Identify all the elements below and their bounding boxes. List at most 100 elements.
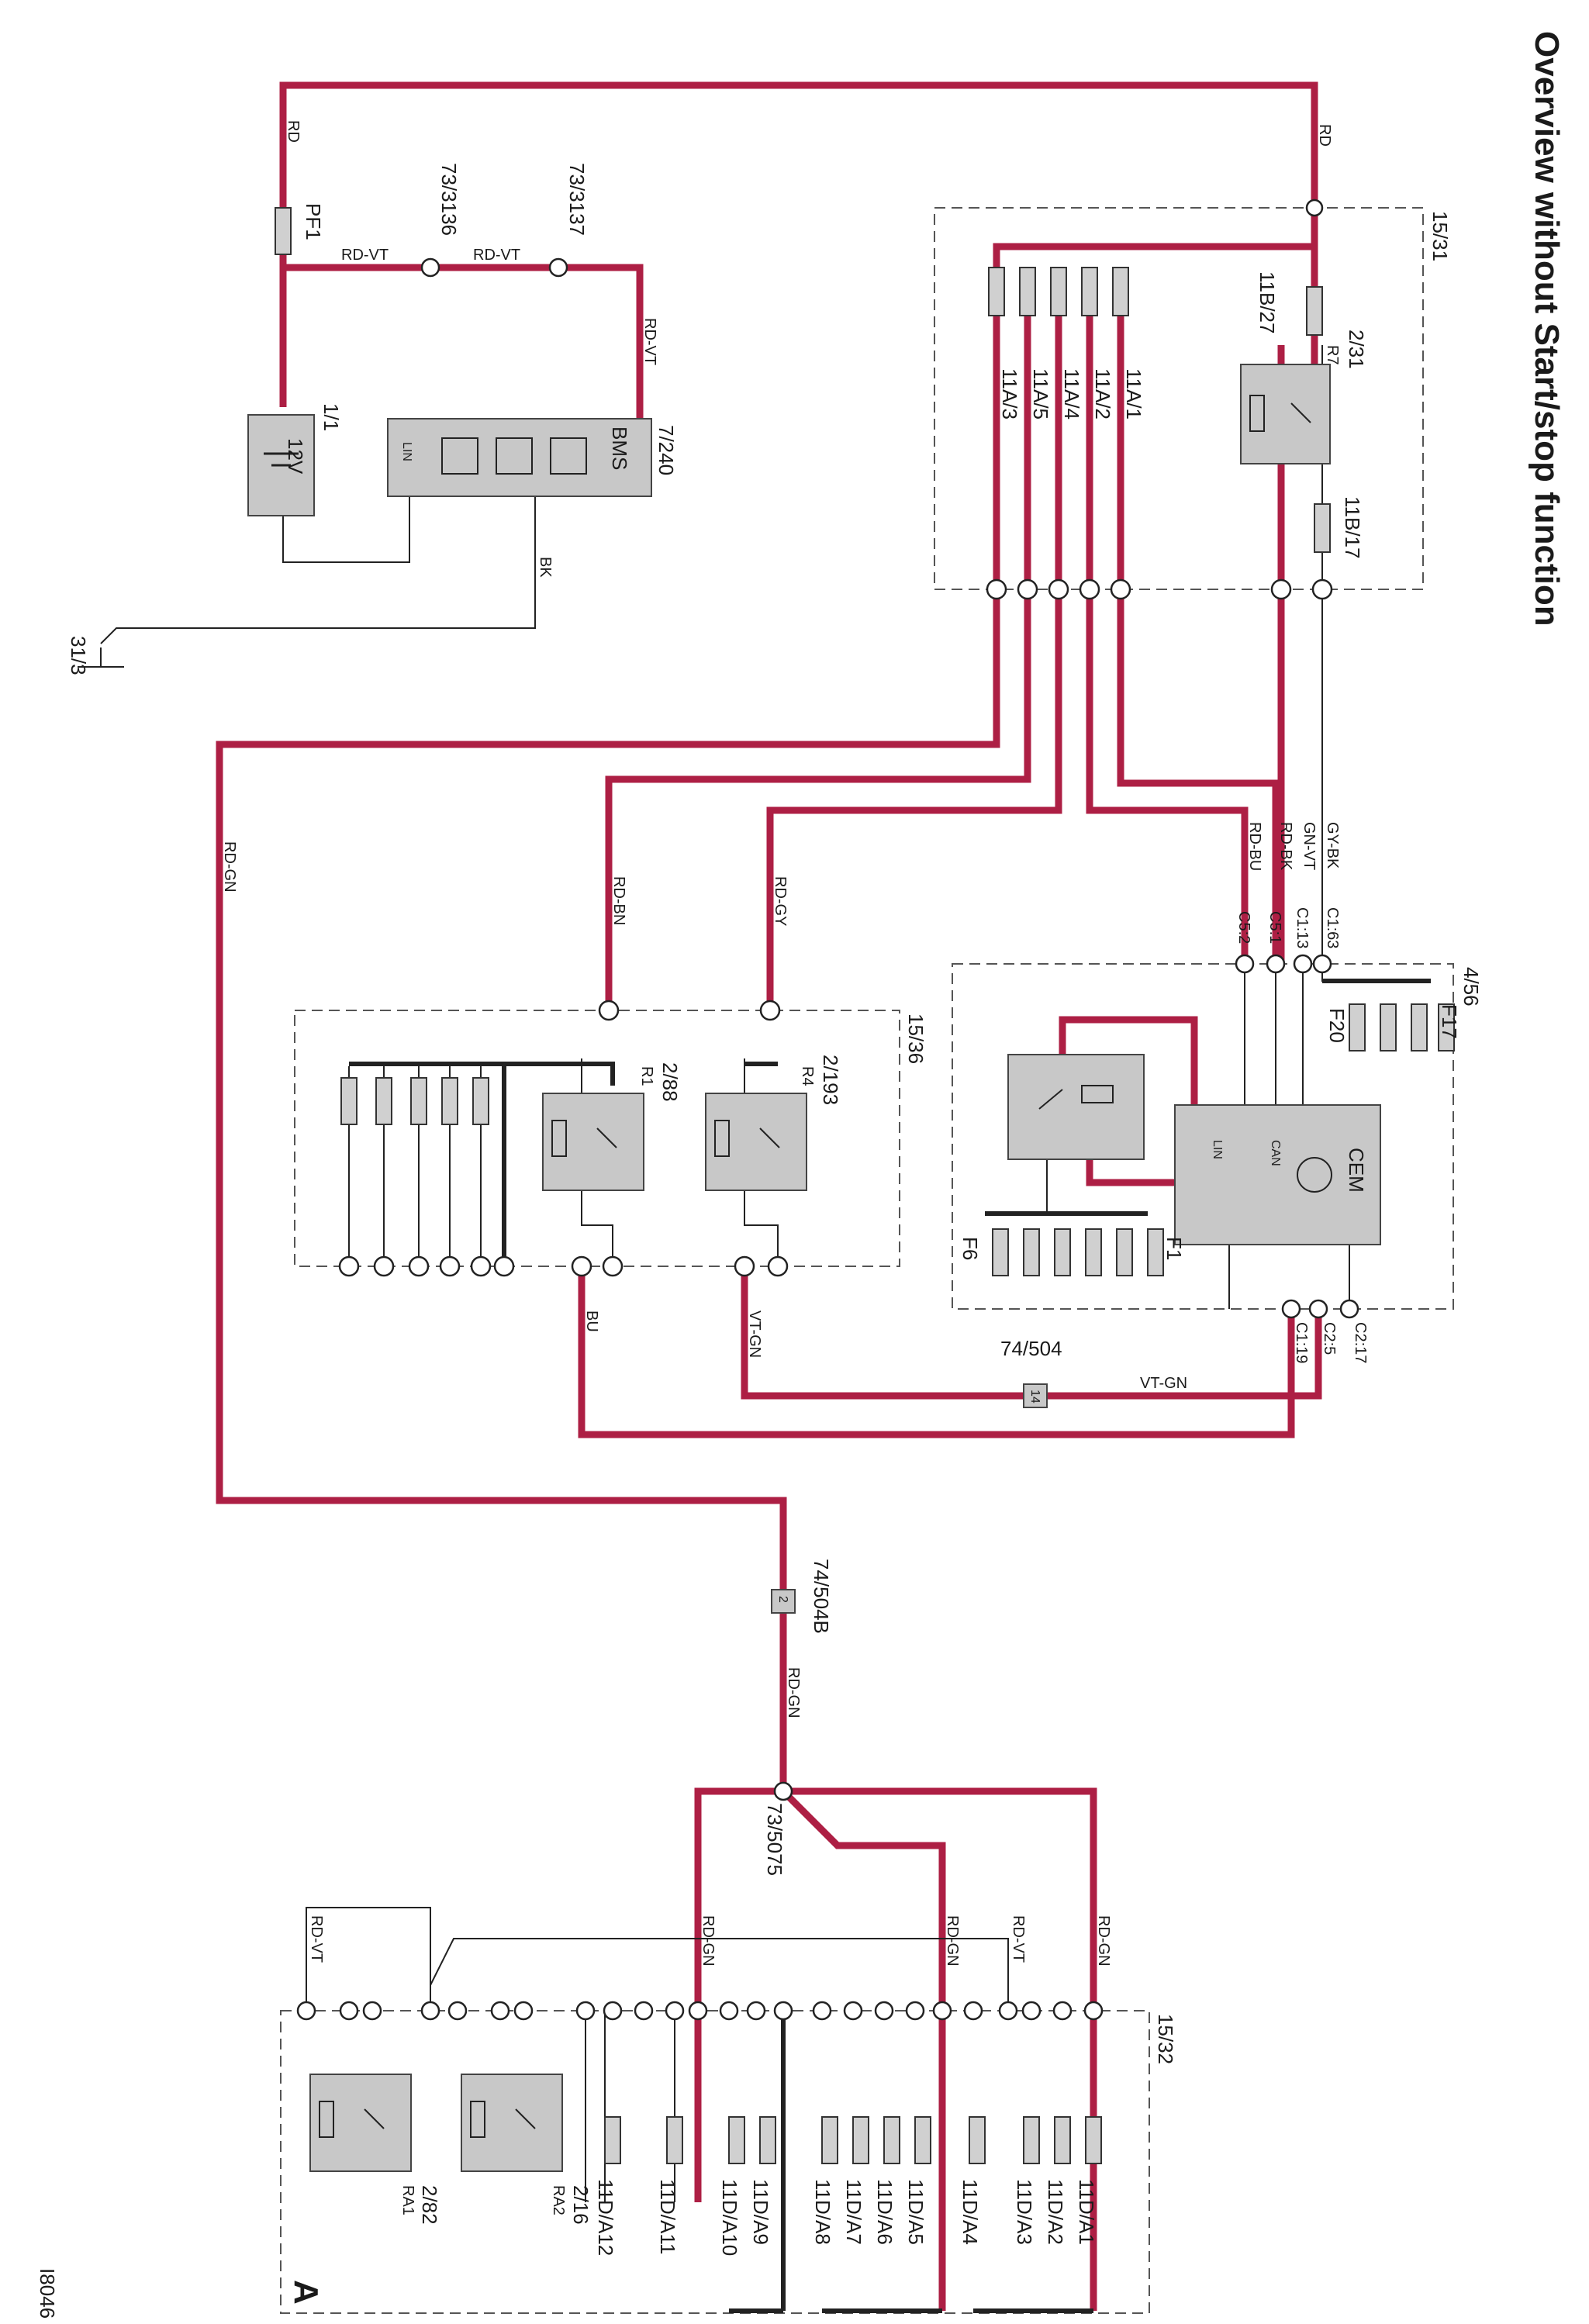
fuse-11B17: 11B/17	[1314, 496, 1364, 558]
fuse-11D-A9: 11D/A9	[749, 2179, 772, 2245]
splice-5075: 73/5075	[763, 1781, 793, 1876]
cem-label: CEM	[1345, 1148, 1368, 1193]
splice-5075-label: 73/5075	[763, 1803, 786, 1876]
cem-fuses-bottom: F1 F6	[959, 1228, 1186, 1276]
wire-rd-vt-rear-right: RD-VT	[1010, 1915, 1027, 1963]
wire-rd-gy: RD-GY	[772, 876, 789, 926]
fuse-label: 11B/17	[1341, 496, 1364, 558]
conn-c2-17: C2:17	[1352, 1322, 1369, 1363]
ground-label: 31/3	[67, 636, 90, 675]
fuse-11D-A12: 11D/A12	[594, 2179, 617, 2256]
ground-31-3: 31/3	[67, 636, 124, 675]
wire-rd-vt-2: RD-VT	[473, 247, 520, 264]
relay-box-outline	[294, 1010, 900, 1267]
bms-id: 7/240	[655, 425, 678, 475]
bms-lin: LIN	[400, 442, 413, 461]
cem-lin: LIN	[1211, 1140, 1224, 1159]
relay-ra1-id: 2/82	[418, 2185, 441, 2225]
fuse-label: 11A/2	[1091, 368, 1114, 420]
cem-internal-relay	[1007, 1054, 1145, 1160]
connector-74-504b-label: 74/504B	[810, 1559, 833, 1634]
relay-box-fuses	[340, 1077, 489, 1125]
relay-r1: 2/88 R1	[542, 1062, 682, 1191]
wire-vt-gn-left: VT-GN	[746, 1310, 763, 1358]
relay-ra1-name: RA1	[399, 2185, 416, 2215]
fuse-label: 11B/27	[1256, 271, 1279, 333]
conn-c1-13: C1:13	[1294, 907, 1311, 948]
fuse-11A3: 11A/3	[988, 267, 1021, 420]
fuse-11D-A5: 11D/A5	[904, 2179, 927, 2245]
rear-fuses	[604, 2116, 1102, 2164]
fuse-11A2: 11A/2	[1081, 267, 1114, 420]
cem-can: CAN	[1269, 1140, 1282, 1166]
fuse-11D-A3: 11D/A3	[1013, 2179, 1036, 2245]
wire-rd-gn-mid: RD-GN	[785, 1667, 802, 1718]
conn-c2-5: C2:5	[1321, 1322, 1338, 1355]
relay-r4: 2/193 R4	[705, 1055, 842, 1191]
connector-74-504-pin: 14	[1028, 1390, 1041, 1404]
relay-r7-id: 2/31	[1345, 330, 1368, 369]
splice-3137-label: 73/3137	[565, 163, 589, 236]
cem: CEM CAN LIN	[1174, 1104, 1381, 1245]
wire-rd-gn-rear-2: RD-GN	[944, 1915, 961, 1967]
fuse-11D-A10: 11D/A10	[718, 2179, 741, 2256]
cem-fuses-top: F17 F20	[1325, 1003, 1461, 1051]
wire-rd-gn-rear-1: RD-GN	[700, 1915, 717, 1967]
rear-box-outline	[280, 2010, 1150, 2314]
fuse-11D-A11: 11D/A11	[656, 2179, 679, 2254]
fuse-box-main-nodes	[986, 199, 1333, 600]
black-buses	[349, 979, 1431, 2313]
splice-3136-label: 73/3136	[437, 163, 461, 236]
fuse-f17-label: F17	[1438, 1004, 1461, 1039]
fuse-label: 11A/1	[1122, 368, 1145, 420]
splice-3136: 73/3136	[420, 163, 461, 278]
wire-labels: RD RD RD-VT RD-VT RD-VT BK RD-GN RD-BN R…	[221, 120, 1341, 1967]
wire-gy-bk: GY-BK	[1324, 822, 1341, 869]
fuse-11D-A7: 11D/A7	[842, 2179, 865, 2245]
relay-r7-name: R7	[1324, 345, 1341, 365]
cem-box-label: 4/56	[1459, 967, 1483, 1007]
wire-rd-bu: RD-BU	[1246, 822, 1263, 871]
signal-wires	[100, 345, 1431, 2202]
relay-box-nodes	[338, 1000, 789, 1277]
relay-ra2-name: RA2	[550, 2185, 567, 2215]
battery-voltage: 12V	[284, 438, 307, 475]
cem-connector-labels: C5:2 C5:1 C1:13 C1:63 C1:19 C2:5 C2:17	[1235, 907, 1369, 1363]
fuse-f20-label: F20	[1325, 1008, 1349, 1043]
fuse-11D-A4: 11D/A4	[959, 2179, 982, 2245]
relay-box-label: 15/36	[904, 1014, 927, 1064]
fuse-11A1: 11A/1	[1112, 267, 1145, 420]
cem-connector-nodes	[1235, 954, 1359, 1319]
relay-r7: 2/31 R7	[1240, 330, 1368, 464]
wire-rd-vt-1: RD-VT	[341, 247, 389, 264]
wire-rd-gn-left: RD-GN	[221, 841, 238, 893]
fuse-11A5: 11A/5	[1019, 267, 1052, 420]
bms: 7/240 BMS LIN	[387, 418, 678, 497]
fuse-11D-A8: 11D/A8	[811, 2179, 834, 2245]
connector-74-504b-pin: 2	[776, 1596, 789, 1603]
battery: 1/1 12V	[247, 403, 343, 516]
wire-bu: BU	[583, 1310, 600, 1332]
diagram-title: Overview without Start/stop function	[1528, 31, 1566, 627]
wire-vt-gn-right: VT-GN	[1140, 1375, 1187, 1392]
conn-c1-19: C1:19	[1293, 1322, 1310, 1363]
battery-id: 1/1	[320, 403, 343, 431]
wire-rd-bk: RD-BK	[1277, 822, 1294, 871]
wire-rd-right: RD	[1316, 124, 1333, 147]
conn-c1-63: C1:63	[1324, 907, 1341, 948]
fuse-11D-A2: 11D/A2	[1044, 2179, 1067, 2245]
relay-r4-id: 2/193	[819, 1055, 842, 1105]
relay-ra2: 2/16 RA2	[461, 2074, 592, 2225]
fuse-f6-label: F6	[959, 1237, 982, 1260]
fuse-label: 11A/5	[1029, 368, 1052, 420]
connector-74-504b: 2 74/504B	[771, 1559, 833, 1634]
relay-r1-name: R1	[638, 1066, 655, 1086]
wire-rd-left: RD	[285, 120, 302, 143]
fuse-11D-A1: 11D/A1	[1075, 2179, 1098, 2245]
wire-bk: BK	[537, 557, 554, 578]
connector-74-504-label: 74/504	[1000, 1337, 1062, 1360]
fuse-label: 11A/4	[1060, 368, 1083, 420]
conn-c5-1: C5:1	[1266, 911, 1283, 944]
conn-c5-2: C5:2	[1235, 911, 1252, 944]
